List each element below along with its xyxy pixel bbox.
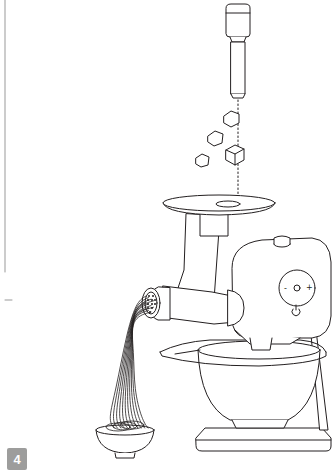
meat-grinder [142,212,244,326]
margin-line [5,0,6,272]
food-pusher [226,4,250,98]
noodle-strand [131,309,146,428]
dial-mark: - [284,285,287,293]
step-number-box: 4 [7,448,27,470]
margin-tick [5,300,12,301]
noodle-strand [117,299,151,428]
food-chunks [196,111,244,167]
noodle-strand [132,310,148,428]
splash-guard [160,340,326,366]
hopper-tray [163,195,275,215]
mixing-bowl [198,341,320,428]
mixer-head [232,236,331,350]
noodle-strand [132,312,151,428]
noodle-strand [130,307,154,428]
step-number: 4 [13,453,20,466]
noodle-coil [120,421,144,429]
mixer-stand [196,330,331,451]
dial-mark: + [306,284,313,292]
noodle-strand [120,301,154,428]
noodle-strands [106,296,154,431]
